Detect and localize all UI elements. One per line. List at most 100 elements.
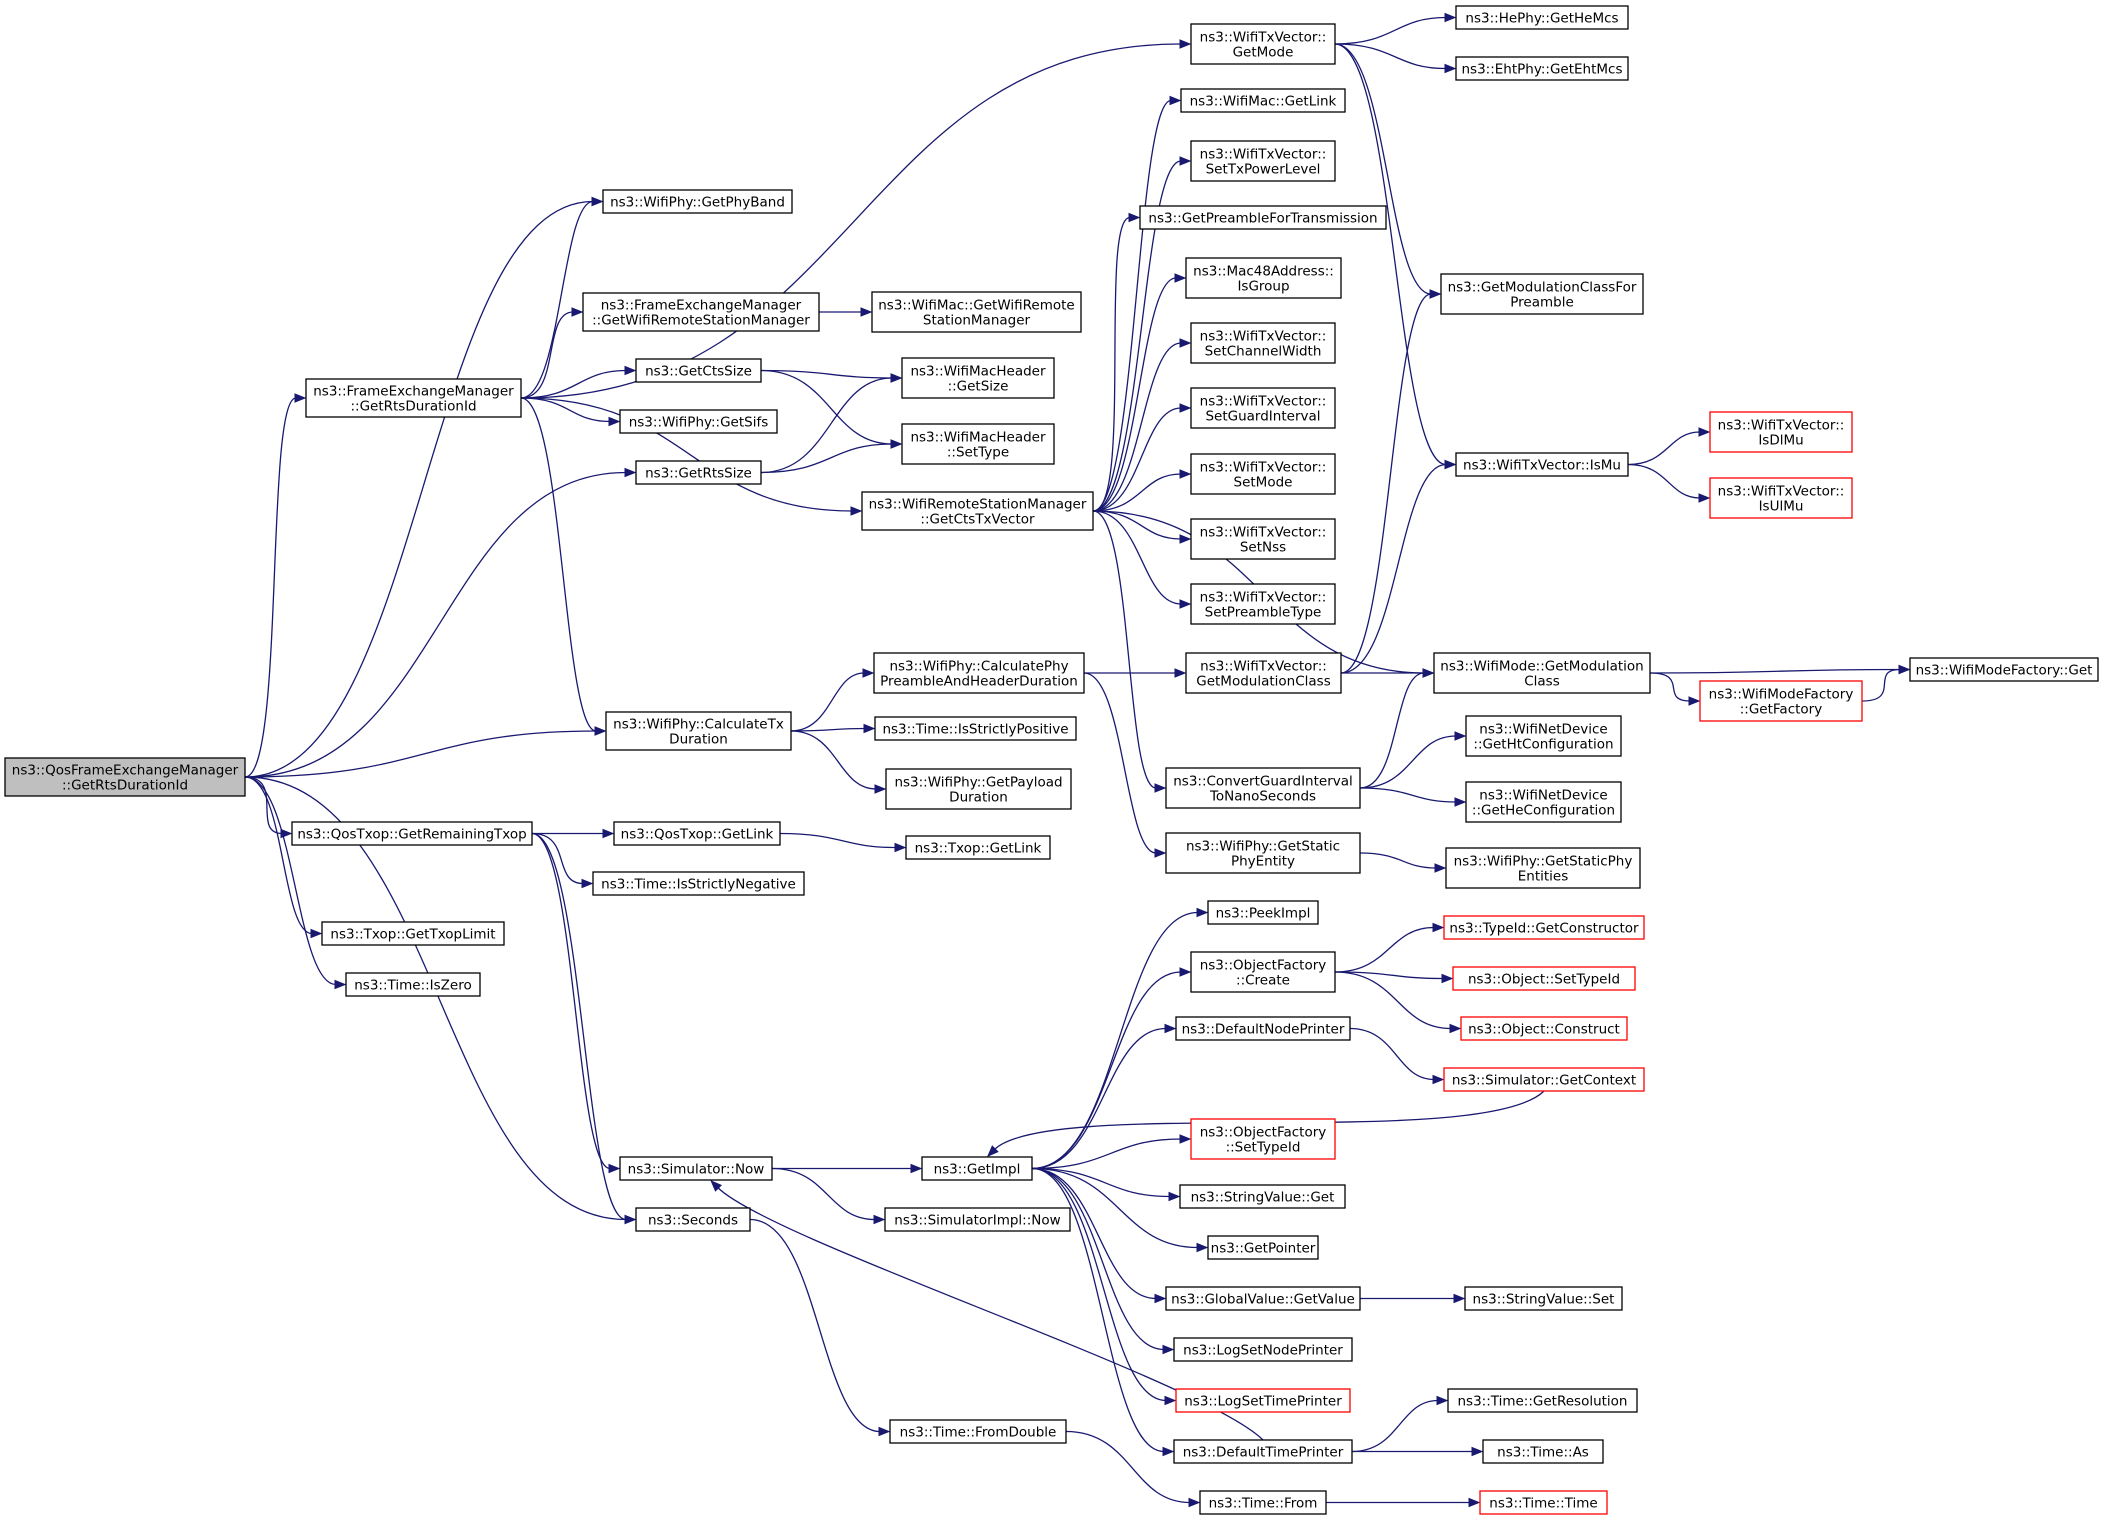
node-macwrsm[interactable]: ns3::WifiMac::GetWifiRemoteStationManage…: [871, 291, 1082, 333]
edge-arrowhead: [1174, 273, 1187, 283]
node-getctssize[interactable]: ns3::GetCtsSize: [635, 358, 762, 383]
node-txopgetlink[interactable]: ns3::Txop::GetLink: [905, 835, 1051, 860]
edge-arrowhead: [1449, 1023, 1462, 1034]
edge-arrowhead: [1179, 469, 1192, 479]
node-defnodeprinter[interactable]: ns3::DefaultNodePrinter: [1175, 1016, 1351, 1041]
node-wmfgetfactory[interactable]: ns3::WifiModeFactory::GetFactory: [1699, 680, 1863, 722]
node-getmodclass_txv[interactable]: ns3::WifiTxVector::GetModulationClass: [1185, 652, 1342, 694]
edge-getctstxv-to-getpreamble: [1092, 212, 1141, 512]
node-peekimpl[interactable]: ns3::PeekImpl: [1207, 900, 1319, 925]
edge-arrowhead: [894, 842, 907, 853]
edge-arrowhead: [1444, 12, 1457, 23]
node-strvalset[interactable]: ns3::StringValue::Set: [1464, 1286, 1623, 1311]
node-deftimeprinter[interactable]: ns3::DefaultTimePrinter: [1173, 1439, 1353, 1464]
node-setgi[interactable]: ns3::WifiTxVector::SetGuardInterval: [1190, 387, 1336, 429]
node-qosremaining[interactable]: ns3::QosTxop::GetRemainingTxop: [291, 821, 533, 846]
node-simnow[interactable]: ns3::Simulator::Now: [619, 1156, 773, 1181]
node-getimpl[interactable]: ns3::GetImpl: [921, 1156, 1033, 1181]
node-isdlmu[interactable]: ns3::WifiTxVector::IsDlMu: [1709, 411, 1853, 453]
node-hemcs[interactable]: ns3::HePhy::GetHeMcs: [1455, 5, 1629, 30]
node-isstrictneg[interactable]: ns3::Time::IsStrictlyNegative: [592, 871, 805, 896]
node-label: ns3::Time::IsStrictlyPositive: [882, 722, 1068, 738]
node-getphyband[interactable]: ns3::WifiPhy::GetPhyBand: [602, 189, 793, 214]
node-getresolution[interactable]: ns3::Time::GetResolution: [1447, 1388, 1638, 1413]
node-objsettypeid[interactable]: ns3::Object::SetTypeId: [1452, 966, 1636, 991]
node-getsifs[interactable]: ns3::WifiPhy::GetSifs: [619, 409, 778, 434]
node-ofsettypeid[interactable]: ns3::ObjectFactory::SetTypeId: [1190, 1118, 1336, 1160]
node-timeiszero[interactable]: ns3::Time::IsZero: [345, 972, 481, 997]
node-label: ns3::WifiNetDevice: [1479, 788, 1607, 804]
node-heconfig[interactable]: ns3::WifiNetDevice::GetHeConfiguration: [1465, 781, 1622, 823]
node-hdrsize[interactable]: ns3::WifiMacHeader::GetSize: [901, 357, 1055, 399]
node-fem_rts[interactable]: ns3::FrameExchangeManager::GetRtsDuratio…: [305, 378, 522, 418]
node-label: ns3::WifiTxVector::: [1200, 659, 1327, 675]
node-isulmu[interactable]: ns3::WifiTxVector::IsUlMu: [1709, 477, 1853, 519]
edge-line: [760, 443, 893, 474]
edge-getimpl-to-strvalget: [1031, 1167, 1181, 1202]
node-timetime[interactable]: ns3::Time::Time: [1479, 1490, 1608, 1515]
edge-line: [1334, 43, 1447, 70]
node-setnss[interactable]: ns3::WifiTxVector::SetNss: [1190, 518, 1336, 560]
node-setchwidth[interactable]: ns3::WifiTxVector::SetChannelWidth: [1190, 322, 1336, 364]
node-gvgetvalue[interactable]: ns3::GlobalValue::GetValue: [1165, 1286, 1361, 1311]
node-settxpower[interactable]: ns3::WifiTxVector::SetTxPowerLevel: [1190, 140, 1336, 182]
node-logtimeprinter[interactable]: ns3::LogSetTimePrinter: [1175, 1388, 1351, 1413]
node-box: [4, 757, 246, 797]
node-macgetlink[interactable]: ns3::WifiMac::GetLink: [1180, 88, 1346, 113]
node-ismu[interactable]: ns3::WifiTxVector::IsMu: [1455, 452, 1629, 477]
edge-arrowhead: [860, 307, 873, 317]
node-typeidgetctor[interactable]: ns3::TypeId::GetConstructor: [1443, 915, 1645, 940]
node-wifimodegetmod[interactable]: ns3::WifiMode::GetModulationClass: [1433, 652, 1651, 694]
edge-line: [1092, 510, 1157, 789]
node-calcpreamble[interactable]: ns3::WifiPhy::CalculatePhyPreambleAndHea…: [873, 652, 1085, 694]
node-getmode[interactable]: ns3::WifiTxVector::GetMode: [1190, 23, 1336, 65]
node-label: ::SetTypeId: [1226, 1140, 1301, 1156]
node-isstrictpos[interactable]: ns3::Time::IsStrictlyPositive: [874, 716, 1077, 741]
node-simgetcontext[interactable]: ns3::Simulator::GetContext: [1443, 1067, 1645, 1092]
node-hdrsettype[interactable]: ns3::WifiMacHeader::SetType: [901, 423, 1055, 465]
edge-line: [760, 369, 893, 445]
node-box: [1173, 1337, 1353, 1362]
edge-calctx-to-payloaddur: [790, 730, 887, 794]
edge-fem_rts-to-getctssize: [520, 365, 637, 399]
node-simimplnow[interactable]: ns3::SimulatorImpl::Now: [884, 1207, 1071, 1232]
node-txoplimit[interactable]: ns3::Txop::GetTxopLimit: [321, 921, 505, 946]
node-qosgetlink[interactable]: ns3::QosTxop::GetLink: [613, 821, 781, 846]
node-ehtmcs[interactable]: ns3::EhtPhy::GetEhtMcs: [1455, 56, 1629, 81]
node-label: IsDlMu: [1758, 433, 1803, 449]
node-timefrom[interactable]: ns3::Time::From: [1199, 1490, 1327, 1515]
node-box: [1464, 1286, 1623, 1311]
edge-line: [1092, 473, 1182, 512]
node-root[interactable]: ns3::QosFrameExchangeManager::GetRtsDura…: [4, 757, 246, 797]
node-label: Entities: [1518, 869, 1569, 885]
node-getpreamble[interactable]: ns3::GetPreambleForTransmission: [1139, 205, 1387, 230]
node-strvalget[interactable]: ns3::StringValue::Get: [1179, 1184, 1346, 1209]
node-getrtssize[interactable]: ns3::GetRtsSize: [635, 460, 762, 485]
node-objconstruct[interactable]: ns3::Object::Construct: [1460, 1016, 1628, 1041]
node-setmode[interactable]: ns3::WifiTxVector::SetMode: [1190, 453, 1336, 495]
node-getpointer[interactable]: ns3::GetPointer: [1207, 1235, 1319, 1260]
edge-line: [244, 471, 627, 778]
node-setpreambletype[interactable]: ns3::WifiTxVector::SetPreambleType: [1190, 583, 1336, 625]
node-fromdouble[interactable]: ns3::Time::FromDouble: [889, 1419, 1067, 1444]
node-seconds[interactable]: ns3::Seconds: [635, 1207, 751, 1232]
edge-arrowhead: [1179, 156, 1192, 166]
edge-arrowhead: [602, 828, 615, 839]
node-timeas[interactable]: ns3::Time::As: [1482, 1439, 1604, 1464]
edge-arrowhead: [1454, 731, 1467, 741]
node-isgroup[interactable]: ns3::Mac48Address::IsGroup: [1185, 257, 1342, 299]
edge-arrowhead: [1154, 783, 1167, 793]
node-wmfget[interactable]: ns3::WifiModeFactory::Get: [1909, 657, 2099, 682]
node-fem_wrsm[interactable]: ns3::FrameExchangeManager::GetWifiRemote…: [582, 292, 820, 332]
node-getctstxv[interactable]: ns3::WifiRemoteStationManager::GetCtsTxV…: [861, 491, 1094, 531]
node-htconfig[interactable]: ns3::WifiNetDevice::GetHtConfiguration: [1465, 715, 1622, 757]
node-ofcreate[interactable]: ns3::ObjectFactory::Create: [1190, 951, 1336, 993]
node-label: StationManager: [923, 313, 1031, 329]
node-lognodeprinter[interactable]: ns3::LogSetNodePrinter: [1173, 1337, 1353, 1362]
